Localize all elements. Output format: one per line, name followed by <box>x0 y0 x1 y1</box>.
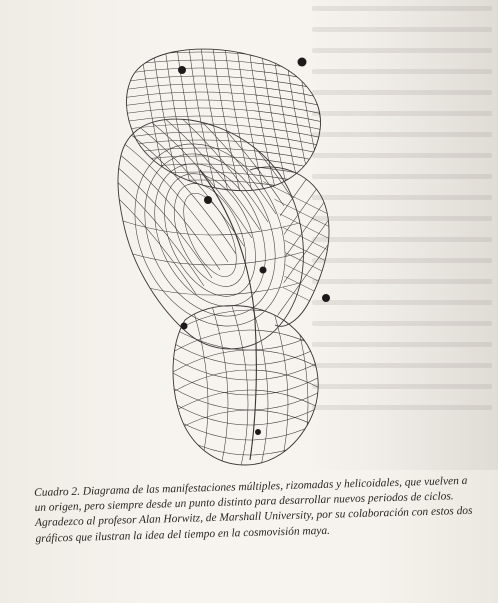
helicoidal-wireframe-diagram <box>80 20 410 480</box>
figure-caption: Cuadro 2. Diagrama de las manifestacione… <box>34 474 480 547</box>
bottom-bulb-mesh <box>160 290 340 470</box>
middle-band-mesh <box>80 60 314 351</box>
